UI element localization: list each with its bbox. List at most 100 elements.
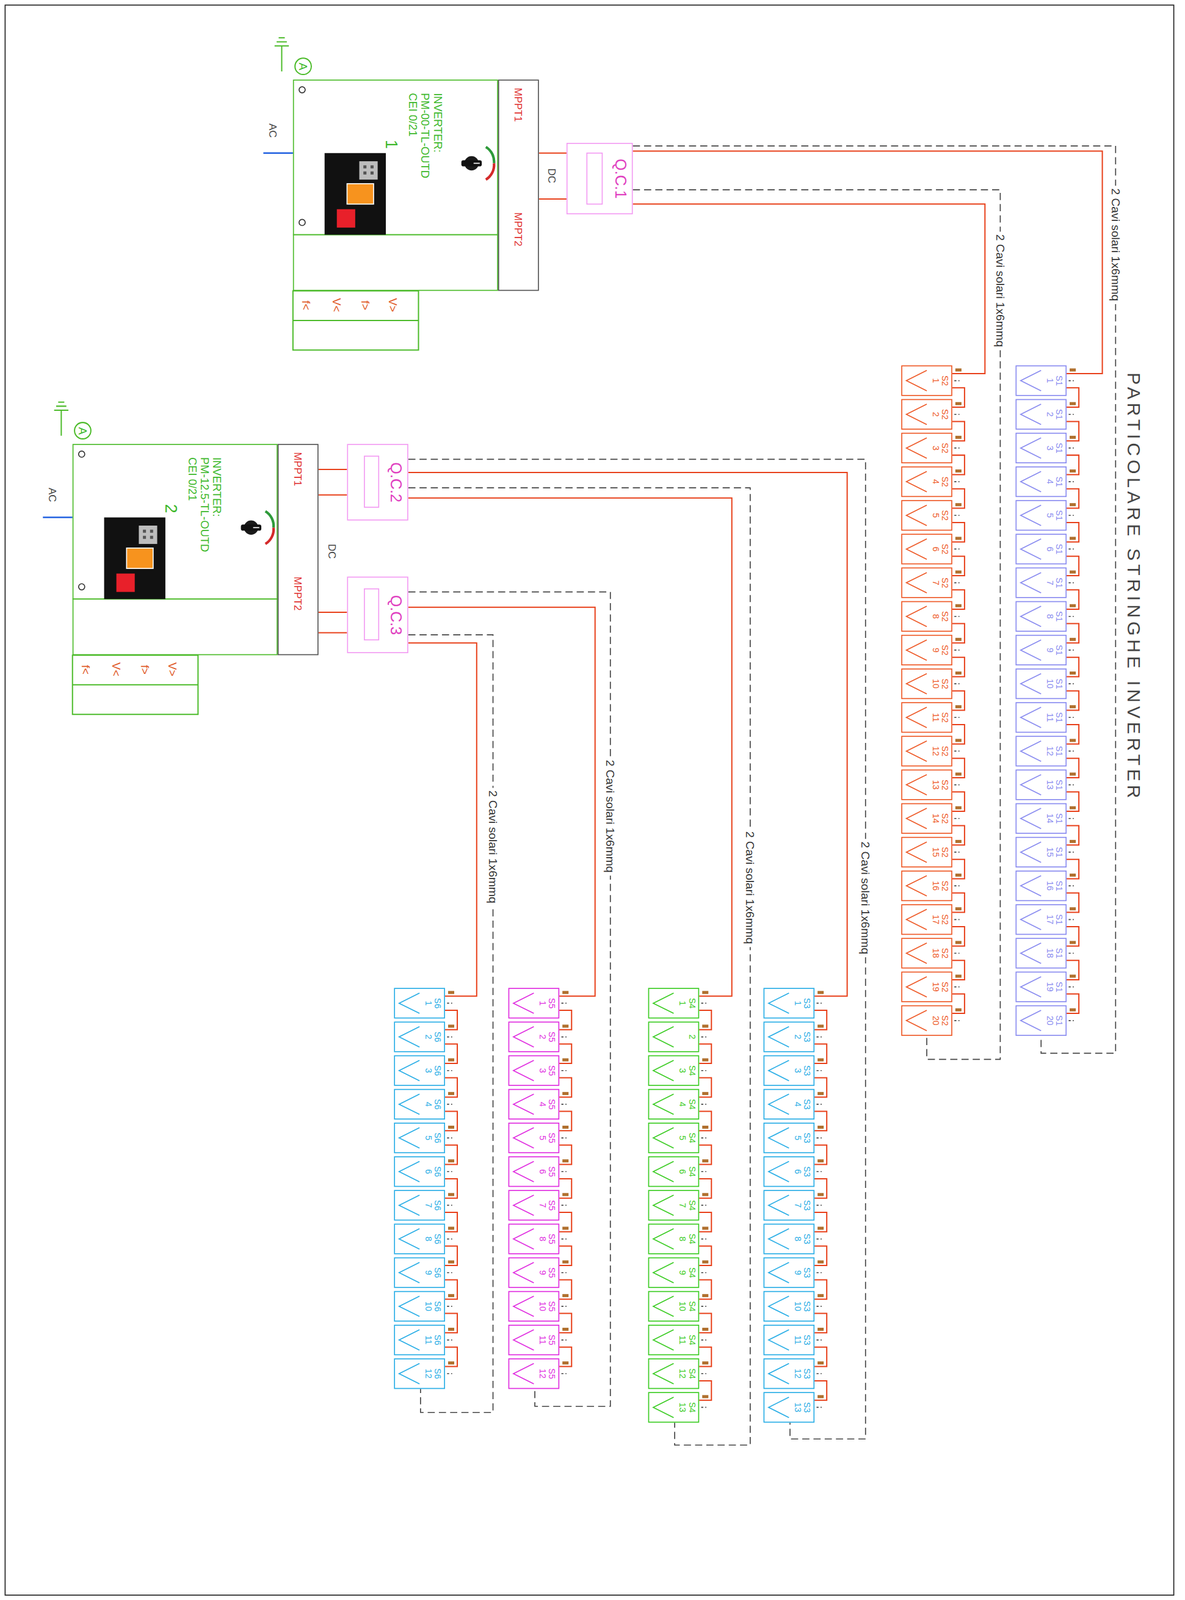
module-label: 11 <box>423 1335 433 1345</box>
module-label: 2 <box>423 1034 433 1040</box>
pv-module: 2 <box>648 1021 700 1052</box>
inverter-box: INVERTER:PM-00-TL-OUTDCEI 0/211 <box>293 79 499 291</box>
module-label: 11 <box>931 713 941 723</box>
terminal <box>817 1092 824 1096</box>
frame-lead <box>816 1003 822 1005</box>
module-label: S4 <box>686 1166 696 1178</box>
dc-cable <box>952 791 965 812</box>
pv-module: S218 <box>901 937 953 969</box>
module-label: 3 <box>677 1068 687 1074</box>
pv-module: S47 <box>648 1189 700 1221</box>
dc-cable <box>952 859 965 880</box>
frame-lead <box>701 1137 707 1139</box>
module-symbol <box>513 1262 534 1283</box>
terminal <box>817 1361 824 1365</box>
module-label: 8 <box>537 1236 548 1242</box>
frame-lead <box>1068 514 1074 516</box>
dc-cable <box>445 1043 458 1064</box>
module-symbol <box>906 437 927 458</box>
module-label: 9 <box>423 1270 433 1276</box>
pv-module: S611 <box>393 1324 446 1356</box>
frame-lead <box>701 1205 707 1207</box>
module-label: 2 <box>537 1034 548 1040</box>
module-label: S1 <box>1054 712 1064 723</box>
module-symbol <box>906 1010 927 1031</box>
pv-module: S120 <box>1015 1005 1067 1037</box>
dc-cable <box>952 926 965 947</box>
terminal <box>817 1058 824 1062</box>
frame-lead <box>561 1137 567 1139</box>
drawing-title: PARTICOLARE STRINGHE INVERTER <box>1122 372 1145 802</box>
module-symbol <box>1020 370 1041 391</box>
module-label: S3 <box>802 1098 812 1110</box>
frame-lead <box>954 750 960 753</box>
dc-cable <box>699 1145 712 1165</box>
module-label: S3 <box>802 1166 812 1178</box>
pv-module: S311 <box>763 1324 816 1356</box>
module-label: 10 <box>423 1301 433 1312</box>
terminal <box>817 1327 824 1331</box>
module-label: 13 <box>677 1402 687 1413</box>
pv-module: S610 <box>393 1291 446 1322</box>
pv-module: S214 <box>901 803 953 834</box>
module-symbol <box>906 370 927 391</box>
module-symbol <box>768 1228 789 1250</box>
pv-module: S21 <box>901 365 953 397</box>
module-label: S2 <box>940 510 950 521</box>
frame-lead <box>816 1407 822 1409</box>
pv-module: S44 <box>648 1089 700 1120</box>
dc-cable <box>1066 522 1079 543</box>
terminal <box>817 1192 824 1196</box>
terminal <box>1069 368 1076 372</box>
module-symbols <box>399 368 1076 1419</box>
terminal <box>562 1058 569 1062</box>
pv-module: S34 <box>763 1089 816 1120</box>
terminal <box>955 402 962 406</box>
dc-cable <box>699 1313 712 1334</box>
module-label: 10 <box>677 1301 687 1312</box>
module-label: 12 <box>793 1368 803 1379</box>
module-label: 13 <box>1045 780 1055 790</box>
frame-lead <box>816 1170 822 1173</box>
pv-module: S211 <box>901 702 953 733</box>
dc-cable <box>1066 724 1079 745</box>
frame-lead <box>1068 986 1074 988</box>
module-label: 9 <box>1045 647 1055 653</box>
pv-module: S43 <box>648 1055 700 1087</box>
terminal <box>817 1395 824 1399</box>
dc-cable <box>1066 893 1079 913</box>
terminal <box>702 1058 709 1062</box>
module-symbol <box>906 841 927 863</box>
dc-cable <box>814 1212 827 1233</box>
breaker-symbol <box>586 153 602 205</box>
module-symbol <box>399 1363 420 1385</box>
frame-lead <box>816 1036 822 1038</box>
module-symbol <box>768 1127 789 1148</box>
cable-label: 2 Cavi solari 1x6mmq <box>858 838 872 958</box>
module-label: 8 <box>793 1236 803 1242</box>
dc-cable <box>1066 455 1079 475</box>
module-label: S2 <box>940 543 950 555</box>
module-label: S3 <box>802 998 812 1009</box>
dc-cable <box>699 1380 712 1401</box>
module-label: S3 <box>802 1031 812 1043</box>
module-label: S1 <box>1054 1015 1064 1026</box>
dc-cable <box>445 1178 458 1199</box>
module-label: S1 <box>1054 746 1064 757</box>
frame-lead <box>561 1238 567 1240</box>
module-symbol <box>1020 976 1041 997</box>
module-symbol <box>906 639 927 660</box>
frame-lead <box>954 885 960 887</box>
dc-cable <box>699 1279 712 1300</box>
frame-lead <box>446 1170 452 1173</box>
frame-lead <box>446 1205 452 1207</box>
inverter-box: INVERTER:PM-12.5-TL-OUTDCEI 0/212 <box>72 443 278 656</box>
pv-module: S116 <box>1015 870 1067 902</box>
frame-lead <box>561 1272 567 1274</box>
module-label: 4 <box>793 1101 803 1107</box>
frame-lead <box>446 1238 452 1240</box>
protection-label: V> <box>386 297 399 312</box>
module-label: 20 <box>1045 1015 1055 1026</box>
